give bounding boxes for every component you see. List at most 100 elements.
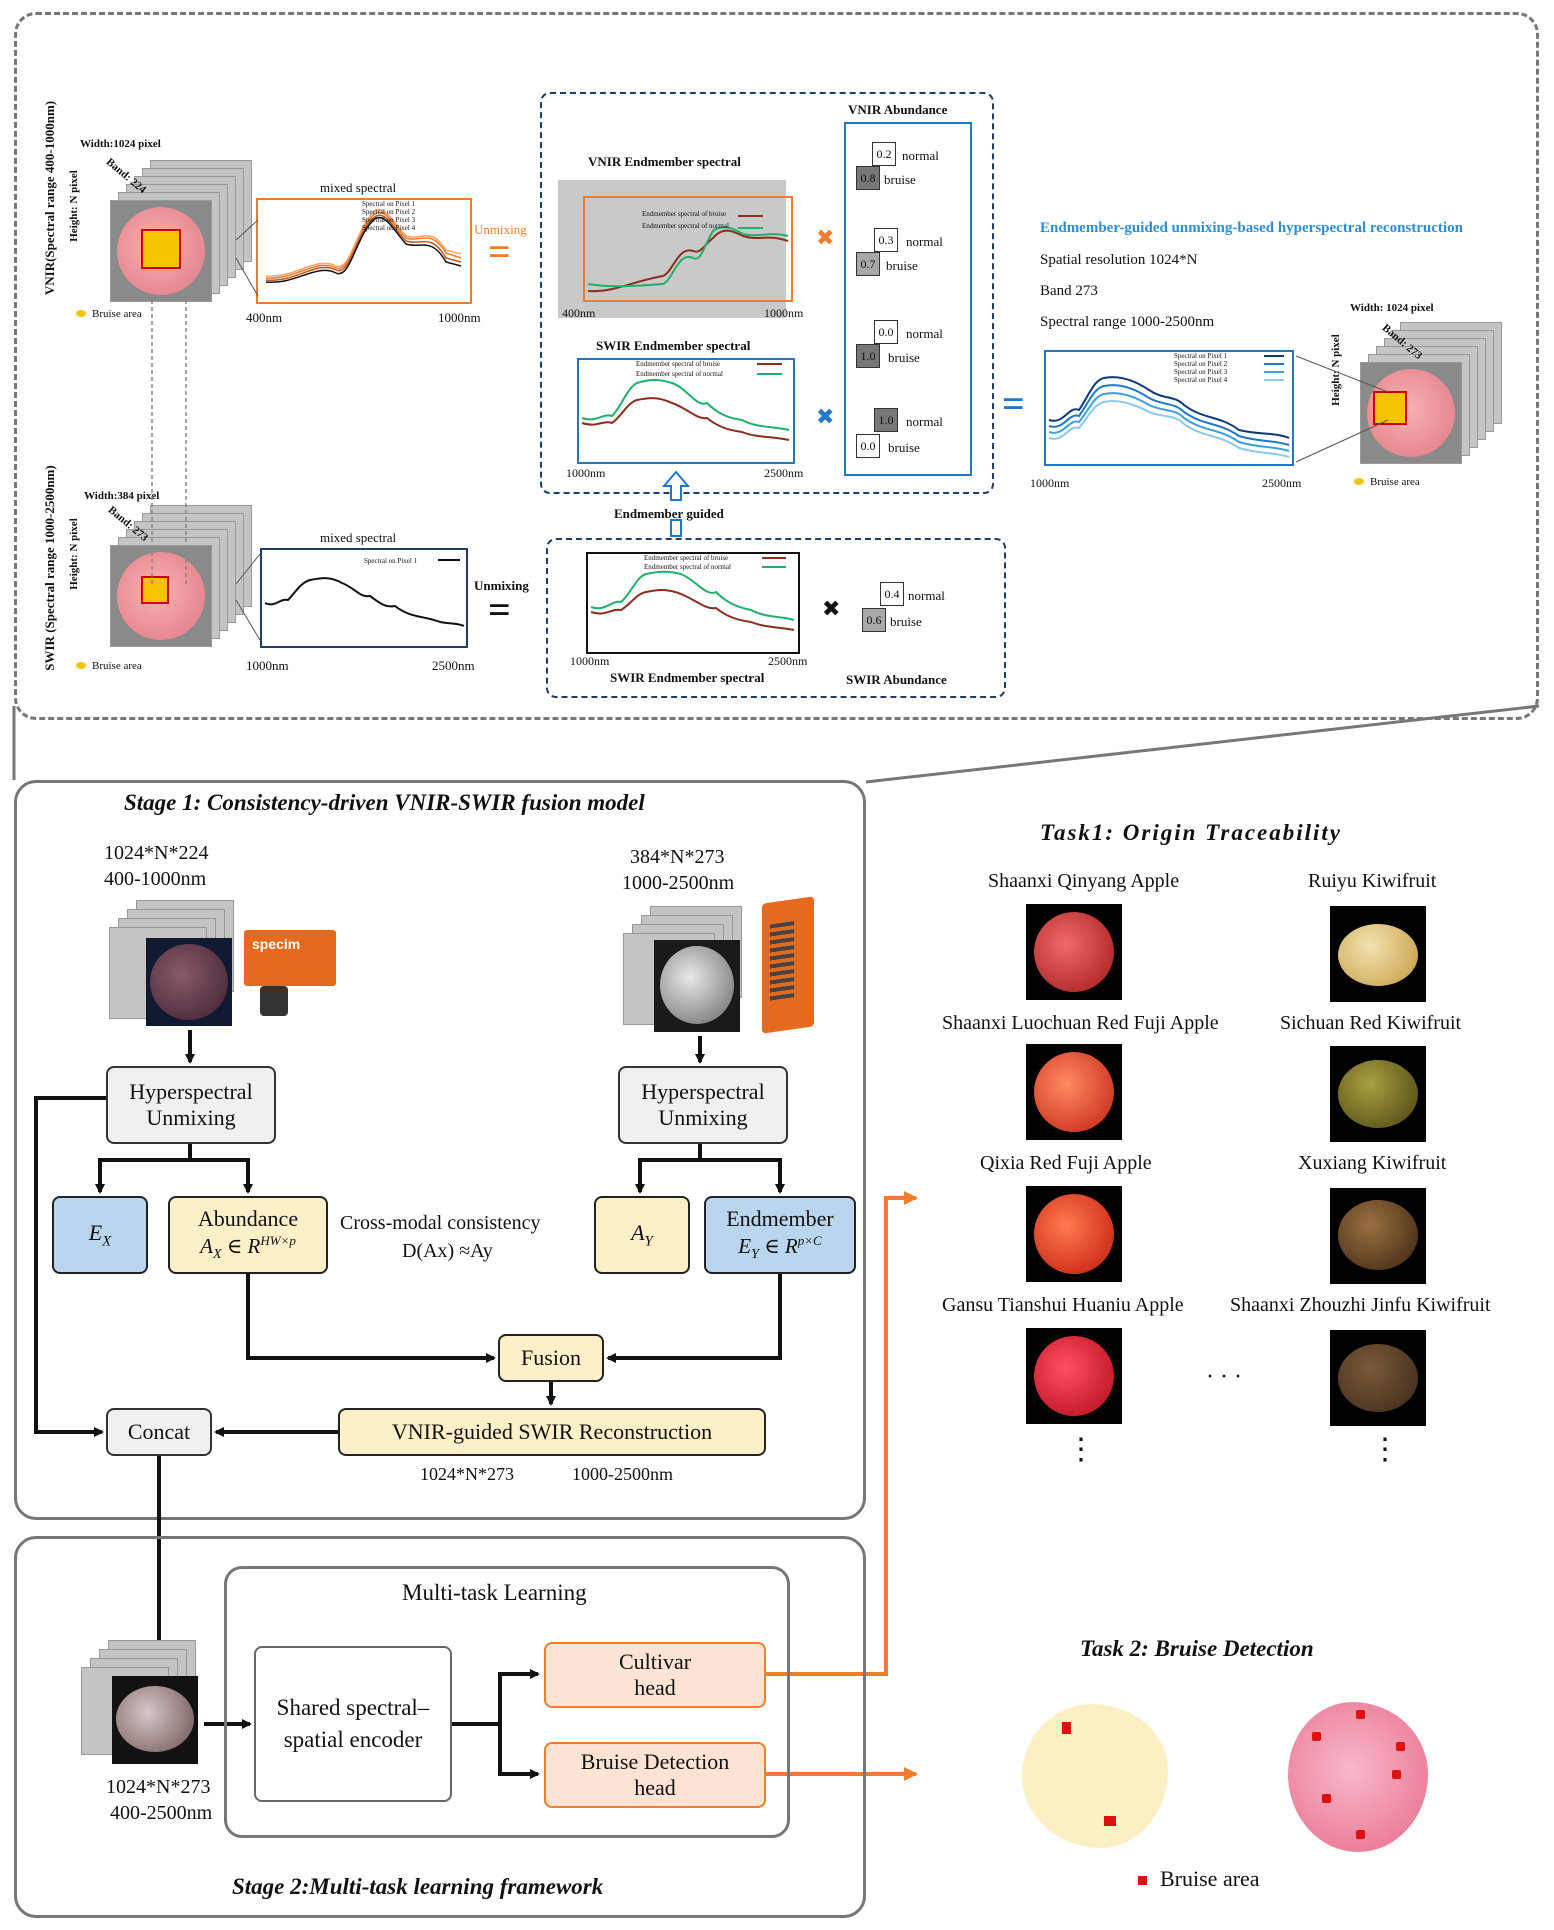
kiwi-3-image [1330, 1188, 1426, 1284]
swir-mixed-axis-2500: 2500nm [432, 658, 475, 673]
bruise-spot [1322, 1794, 1331, 1803]
stage1-title: Stage 1: Consistency-driven VNIR-SWIR fu… [124, 790, 645, 815]
swir-abund-bruise: 0.6 [862, 608, 886, 632]
ay-symbol: A [631, 1219, 645, 1245]
vnir-range: 400-1000nm [104, 868, 207, 890]
bruise-spot [1356, 1830, 1365, 1839]
swir-dims: 384*N*273 [630, 846, 725, 868]
vnir-dims: 1024*N*224 [104, 842, 209, 864]
abund-1-normal-label: normal [902, 148, 939, 163]
vnir-mixed-chart [256, 198, 472, 304]
vnir-mixed-title: mixed spectral [320, 180, 397, 195]
swir-mixed-chart [260, 548, 468, 648]
endmember-guided-label: Endmember guided [614, 506, 724, 521]
abundance-ax-box: Abundance AX ∈ RHW×p [168, 1196, 328, 1274]
kiwi-1-label: Ruiyu Kiwifruit [1308, 870, 1437, 892]
swir-endmember-title-top: SWIR Endmember spectral [596, 338, 751, 353]
apple-2-label: Shaanxi Luochuan Red Fuji Apple [942, 1012, 1219, 1034]
ey-symbol: E [738, 1233, 752, 1258]
ey-set: ∈ R [764, 1233, 798, 1258]
recon-legend-4: Spectral on Pixel 4 [1174, 376, 1228, 384]
task1-ellipsis: · · · [1206, 1364, 1242, 1390]
abund-4-normal-label: normal [906, 414, 943, 429]
cultivar-label-1: Cultivar [618, 1648, 692, 1674]
apple-4-label: Gansu Tianshui Huaniu Apple [942, 1294, 1184, 1316]
bruise-legend-swatch [1138, 1876, 1147, 1885]
apple-3-image [1026, 1186, 1122, 1282]
recon-legend-3: Spectral on Pixel 3 [1174, 368, 1228, 376]
vnir-unmixing-label: Unmixing [474, 222, 527, 237]
concat-label: Concat [127, 1418, 191, 1444]
abund-1-normal: 0.2 [872, 142, 896, 166]
swir-endmember-axis-1000-top: 1000nm [566, 466, 606, 480]
vnir-endmember-axis-400: 400nm [562, 306, 596, 320]
kiwi-4-label: Shaanxi Zhouzhi Jinfu Kiwifruit [1230, 1294, 1491, 1316]
vnir-mixed-legend-1: Spectral on Pixel 1 [362, 200, 416, 208]
fusion-box: Fusion [498, 1334, 604, 1382]
swir-unmixing-text-2: Unmixing [658, 1105, 748, 1130]
ay-box: AY [594, 1196, 690, 1274]
swir-width: Width:384 pixel [84, 490, 160, 502]
kiwi-4-image [1330, 1330, 1426, 1426]
mtl-panel [224, 1566, 790, 1838]
swir-times-icon-bottom: ✖ [822, 596, 841, 621]
recon-band: Band 273 [1040, 283, 1098, 299]
abund-1-bruise-label: bruise [884, 172, 916, 187]
kiwi-1-image [1330, 906, 1426, 1002]
kiwi-3-label: Xuxiang Kiwifruit [1298, 1152, 1447, 1174]
swir-endmember-legend-normal-bottom: Endmember spectral of normal [644, 563, 731, 571]
mtl-title: Multi-task Learning [402, 1580, 587, 1605]
apple-4-image [1026, 1328, 1122, 1424]
vnir-mixed-legend-3: Spectral on Pixel 3 [362, 216, 416, 224]
vnir-endmember-legend-bruise: Endmember spectral of bruise [642, 210, 727, 218]
vnir-unmixing-text-2: Unmixing [146, 1105, 236, 1130]
swir-endmember-chart-top [577, 358, 795, 464]
swir-image-stack [614, 906, 754, 1036]
bruise-mask-2 [1288, 1702, 1428, 1852]
recon-range: Spectral range 1000-2500nm [1040, 314, 1215, 330]
abund-1-bruise: 0.8 [856, 166, 880, 190]
encoder-label-2: spatial encoder [283, 1727, 423, 1752]
abundance-label: Abundance [197, 1206, 299, 1232]
cube-link-lines [151, 219, 1389, 641]
swir-unmixing-text-1: Hyperspectral [641, 1078, 765, 1104]
abund-3-bruise: 1.0 [856, 344, 880, 368]
bruise-legend-label: Bruise area [1160, 1866, 1260, 1891]
recon-legend-2: Spectral on Pixel 2 [1174, 360, 1228, 368]
encoder-label-1: Shared spectral– [276, 1694, 430, 1720]
bruise-head-label-2: head [634, 1775, 676, 1800]
swir-abundance-title: SWIR Abundance [846, 672, 947, 687]
bruise-spot [1356, 1710, 1365, 1719]
stage2-input-dims: 1024*N*273 [106, 1776, 211, 1798]
recon-axis-1000: 1000nm [1030, 476, 1070, 490]
swir-mixed-legend-1: Spectral on Pixel 1 [364, 557, 418, 565]
task2-title: Task 2: Bruise Detection [1080, 1636, 1314, 1661]
swir-endmember-title-bottom: SWIR Endmember spectral [610, 670, 765, 685]
swir-recon-label: VNIR-guided SWIR Reconstruction [391, 1418, 713, 1444]
vnir-axis-1000: 1000nm [438, 310, 481, 325]
vnir-mixed-legend-2: Spectral on Pixel 2 [362, 208, 416, 216]
swir-endmember-legend-normal-top: Endmember spectral of normal [636, 370, 723, 378]
top-panel [14, 12, 1539, 720]
vnir-endmember-frame [540, 92, 994, 494]
abund-3-normal: 0.0 [874, 320, 898, 344]
recon-equals: = [1002, 381, 1025, 426]
swir-mixed-axis-1000: 1000nm [246, 658, 289, 673]
recon-bruise-marker-icon [1354, 478, 1364, 485]
recon-cube [1360, 322, 1510, 472]
swir-endmember-frame [546, 538, 1006, 698]
recon-legend-1: Spectral on Pixel 1 [1174, 352, 1228, 360]
swir-recon-range: 1000-2500nm [572, 1464, 673, 1484]
kiwi-2-image [1330, 1046, 1426, 1142]
vnir-unmixing-text-1: Hyperspectral [129, 1078, 253, 1104]
swir-cube [110, 505, 252, 647]
vnir-unmixing-box: Hyperspectral Unmixing [106, 1066, 276, 1144]
swir-recon-box: VNIR-guided SWIR Reconstruction [338, 1408, 766, 1456]
abund-3-normal-label: normal [906, 326, 943, 341]
vnir-endmember-bg [558, 180, 786, 318]
abund-3-bruise-label: bruise [888, 350, 920, 365]
endmember-label: Endmember [726, 1206, 834, 1232]
ax-set: ∈ R [226, 1233, 261, 1258]
vnir-cube [110, 160, 252, 302]
swir-endmember-axis-1000-bottom: 1000nm [570, 654, 610, 668]
